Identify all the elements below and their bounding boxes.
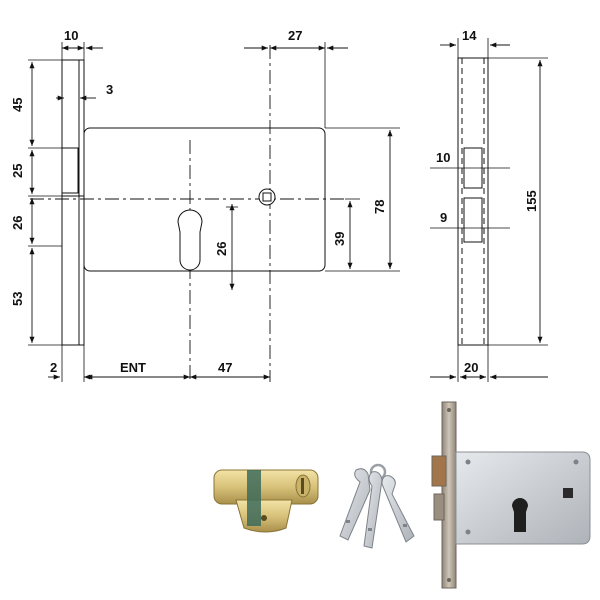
spindle-square bbox=[262, 192, 272, 202]
side-faceplate bbox=[457, 57, 489, 346]
mortise-lock-icon bbox=[431, 401, 591, 589]
lock-case bbox=[83, 127, 326, 272]
dim-top-to-latch: 45 bbox=[10, 98, 25, 112]
dim-latch-height: 25 bbox=[10, 164, 25, 178]
dim-faceplate-offset: 3 bbox=[106, 82, 113, 97]
dim-faceplate-width: 10 bbox=[64, 28, 78, 43]
euro-cylinder-icon bbox=[213, 469, 319, 533]
dim-latch-to-center: 26 bbox=[10, 216, 25, 230]
dim-backset: 27 bbox=[288, 28, 302, 43]
dim-faceplate-thickness: 2 bbox=[50, 360, 57, 375]
dim-top-width: 14 bbox=[462, 28, 477, 43]
front-dim-labels: 10 27 3 45 25 26 53 26 39 78 2 ENT 47 bbox=[10, 28, 387, 375]
keyhole bbox=[177, 209, 203, 271]
dim-bolt-hole: 9 bbox=[440, 210, 447, 225]
dim-bottom-width: 20 bbox=[464, 360, 478, 375]
faceplate bbox=[61, 59, 85, 346]
side-view bbox=[430, 38, 548, 382]
dim-half-height: 39 bbox=[332, 232, 347, 246]
keys-icon bbox=[339, 463, 415, 549]
dim-total-height: 155 bbox=[524, 190, 539, 212]
front-view bbox=[28, 42, 400, 382]
side-dim-labels: 14 10 9 155 20 bbox=[436, 28, 539, 375]
dim-cylinder-offset: 26 bbox=[214, 242, 229, 256]
dim-case-height: 78 bbox=[372, 200, 387, 214]
latch-bolt bbox=[61, 147, 79, 194]
bolt-hole bbox=[463, 197, 483, 243]
dim-latch-hole: 10 bbox=[436, 150, 450, 165]
dim-center-to-bottom: 53 bbox=[10, 292, 25, 306]
dim-entrance: ENT bbox=[120, 360, 146, 375]
dim-cylinder-to-square: 47 bbox=[218, 360, 232, 375]
